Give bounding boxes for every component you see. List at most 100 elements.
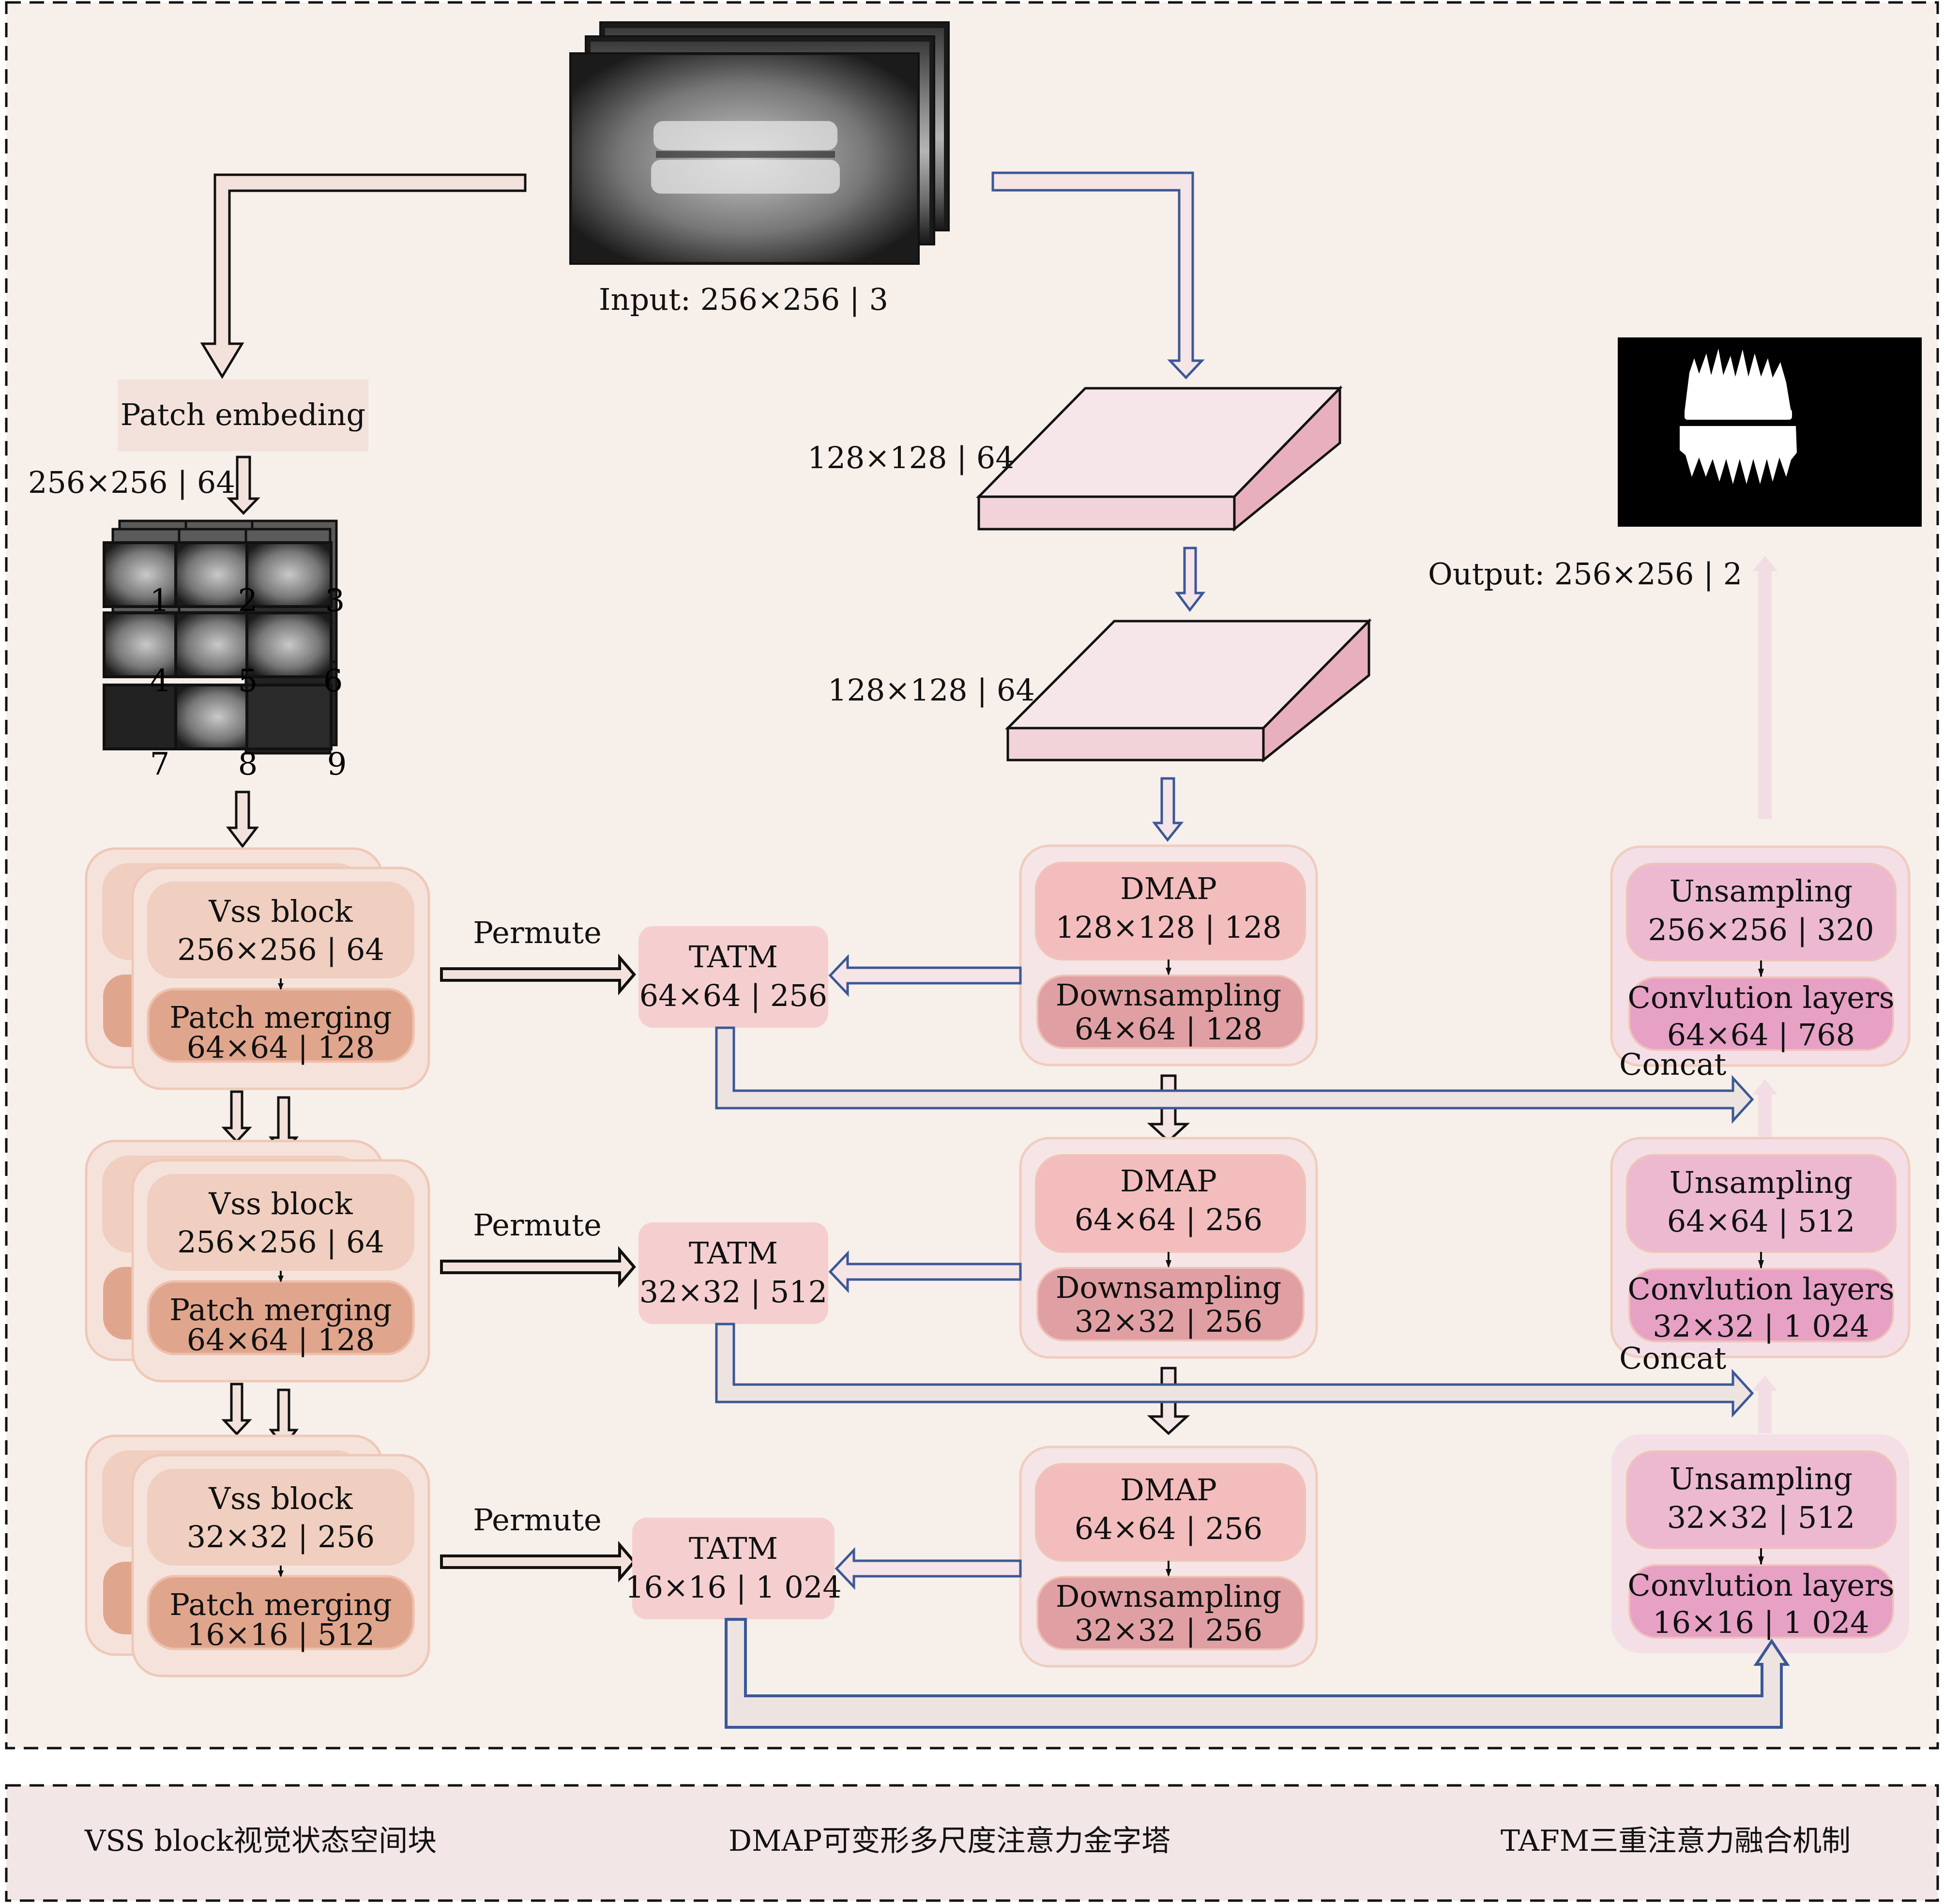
dmap-block bbox=[1035, 1154, 1306, 1253]
permute-arrow bbox=[440, 953, 636, 996]
output-mask bbox=[1618, 337, 1922, 527]
concat-skip-arrow: Concat bbox=[715, 1323, 1754, 1418]
patch-embedding-label: Patch embeding bbox=[121, 397, 365, 432]
slab-1-label: 128×128 | 64 bbox=[807, 440, 1015, 475]
vss-dim: 256×256 | 64 bbox=[177, 932, 384, 967]
dmap-dim: 128×128 | 128 bbox=[1055, 910, 1281, 945]
merge-dim: 64×64 | 128 bbox=[187, 1322, 375, 1357]
convolution-dim: 16×16 | 1 024 bbox=[1653, 1605, 1869, 1640]
dmap-title: DMAP bbox=[1120, 871, 1217, 906]
merge-dim: 16×16 | 512 bbox=[187, 1617, 375, 1652]
downsampling-block bbox=[1036, 1576, 1305, 1650]
arrow-slab2-to-dmap bbox=[1152, 777, 1184, 842]
patch-number: 7 bbox=[150, 746, 170, 782]
input-label: Input: 256×256 | 3 bbox=[599, 282, 888, 317]
patch-number: 8 bbox=[238, 746, 258, 782]
convolution-block bbox=[1628, 1564, 1894, 1639]
permute-label: Permute bbox=[473, 915, 602, 950]
convolution-title: Convlution layers bbox=[1627, 1568, 1894, 1603]
dmap-dim: 64×64 | 256 bbox=[1075, 1511, 1262, 1546]
upsampling-title: Unsampling bbox=[1670, 1165, 1853, 1200]
vss-title: Vss block bbox=[208, 1186, 353, 1221]
conv-slab-1 bbox=[976, 385, 1343, 532]
concat-skip-arrow: Concat bbox=[715, 1026, 1754, 1124]
dmap-to-tatm-arrow bbox=[835, 1547, 1022, 1590]
arrow-grid-to-encoder bbox=[226, 791, 259, 849]
output-label: Output: 256×256 | 2 bbox=[1428, 556, 1742, 592]
arrow-input-to-patch-embedding bbox=[200, 173, 527, 379]
dmap-to-tatm-arrow bbox=[828, 1250, 1022, 1294]
tatm-dim: 64×64 | 256 bbox=[639, 978, 827, 1013]
upsampling-dim: 64×64 | 512 bbox=[1667, 1203, 1855, 1239]
tatm-title: TATM bbox=[689, 1235, 778, 1271]
dmap-title: DMAP bbox=[1120, 1163, 1217, 1199]
stage-arrow bbox=[221, 1383, 252, 1436]
permute-arrow bbox=[440, 1246, 636, 1288]
tatm-title: TATM bbox=[689, 939, 778, 975]
conv-slab-2 bbox=[1004, 618, 1372, 763]
concat-label: Concat bbox=[1619, 1047, 1726, 1082]
patch-embedding-output-dim: 256×256 | 64 bbox=[28, 465, 235, 500]
decoder-up-arrow bbox=[1758, 1391, 1772, 1433]
upsampling-title: Unsampling bbox=[1670, 1461, 1853, 1496]
bottom-skip-arrow bbox=[725, 1618, 1790, 1729]
convolution-block bbox=[1628, 1268, 1894, 1342]
merge-title: Patch merging bbox=[169, 1292, 392, 1327]
arrow-decoder-to-output bbox=[1752, 556, 1777, 819]
teeth-xray-detail bbox=[651, 121, 840, 194]
convolution-block bbox=[1628, 976, 1894, 1051]
patch-tile bbox=[245, 541, 333, 608]
downsampling-block bbox=[1036, 975, 1305, 1049]
patch-number: 4 bbox=[150, 663, 170, 699]
legend-item-dmap: DMAP可变形多尺度注意力金字塔 bbox=[729, 1824, 1170, 1858]
dmap-block bbox=[1035, 862, 1306, 960]
input-image-stack bbox=[569, 21, 950, 265]
downsampling-title: Downsampling bbox=[1056, 977, 1282, 1013]
arrow-slab1-to-slab2 bbox=[1175, 547, 1206, 612]
dmap-title: DMAP bbox=[1120, 1472, 1217, 1508]
patch-number: 1 bbox=[150, 583, 170, 619]
vss-block bbox=[147, 1174, 414, 1271]
legend-item-vss: VSS block视觉状态空间块 bbox=[84, 1824, 437, 1858]
patch-grid: 1 2 3 4 5 6 7 8 9 bbox=[103, 519, 347, 782]
merge-title: Patch merging bbox=[169, 1000, 392, 1035]
vss-title: Vss block bbox=[208, 1481, 353, 1516]
concat-label: Concat bbox=[1619, 1340, 1726, 1376]
convolution-dim: 64×64 | 768 bbox=[1667, 1017, 1855, 1052]
permute-label: Permute bbox=[473, 1502, 602, 1538]
dmap-dim: 64×64 | 256 bbox=[1075, 1202, 1262, 1237]
stage-arrow bbox=[221, 1090, 252, 1143]
vss-title: Vss block bbox=[208, 894, 353, 929]
patch-tile bbox=[245, 611, 333, 678]
slab-2-label: 128×128 | 64 bbox=[828, 672, 1035, 708]
downsampling-title: Downsampling bbox=[1056, 1579, 1282, 1614]
dmap-block bbox=[1035, 1463, 1306, 1562]
permute-label: Permute bbox=[473, 1207, 602, 1243]
patch-number: 2 bbox=[238, 583, 258, 619]
merge-title: Patch merging bbox=[169, 1587, 392, 1622]
patch-number: 3 bbox=[325, 583, 345, 619]
upsampling-dim: 32×32 | 512 bbox=[1667, 1500, 1855, 1535]
convolution-dim: 32×32 | 1 024 bbox=[1653, 1309, 1869, 1344]
vss-dim: 32×32 | 256 bbox=[187, 1519, 375, 1554]
downsampling-dim: 64×64 | 128 bbox=[1075, 1011, 1262, 1047]
legend-item-tafm: TAFM三重注意力融合机制 bbox=[1501, 1824, 1851, 1858]
arrow-input-to-conv-slab bbox=[991, 171, 1205, 380]
permute-arrow bbox=[440, 1540, 636, 1583]
decoder-up-arrow bbox=[1758, 1095, 1772, 1137]
arrow-embed-down bbox=[227, 456, 260, 515]
legend-panel bbox=[5, 1784, 1939, 1902]
upsampling-dim: 256×256 | 320 bbox=[1648, 912, 1874, 947]
tatm-dim: 16×16 | 1 024 bbox=[625, 1569, 842, 1605]
